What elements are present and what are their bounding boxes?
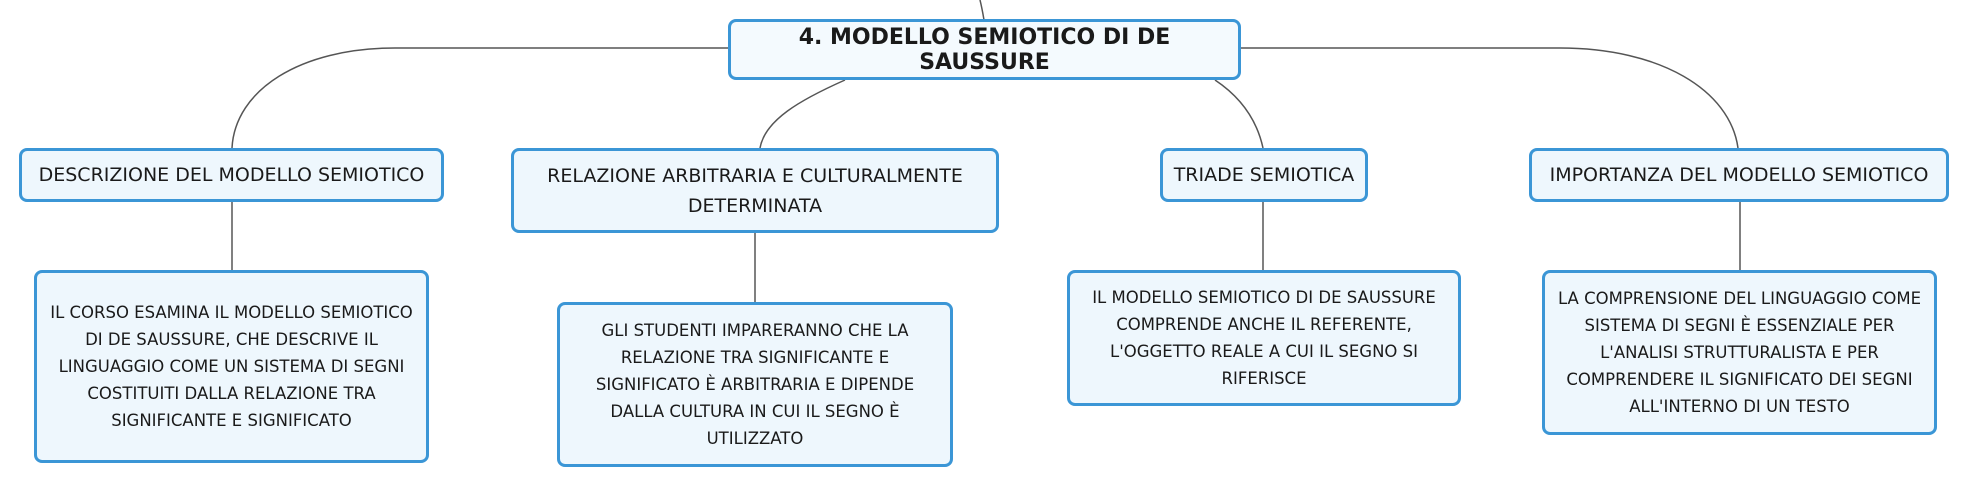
detail-node-2[interactable]: GLI STUDENTI IMPARERANNO CHE LA RELAZION…: [557, 302, 953, 467]
topic-label: IMPORTANZA DEL MODELLO SEMIOTICO: [1549, 164, 1929, 186]
connector-root-topic-4: [1240, 47, 1739, 149]
connector-parent: [979, 0, 985, 21]
topic-label: TRIADE SEMIOTICA: [1173, 164, 1355, 186]
topic-node-2[interactable]: RELAZIONE ARBITRARIA E CULTURALMENTE DET…: [511, 148, 999, 233]
detail-text: GLI STUDENTI IMPARERANNO CHE LA RELAZION…: [595, 321, 915, 448]
detail-node-1[interactable]: IL CORSO ESAMINA IL MODELLO SEMIOTICO DI…: [34, 270, 429, 463]
topic-node-1[interactable]: DESCRIZIONE DEL MODELLO SEMIOTICO: [19, 148, 444, 202]
detail-text: IL MODELLO SEMIOTICO DI DE SAUSSURE COMP…: [1092, 288, 1436, 388]
detail-text: LA COMPRENSIONE DEL LINGUAGGIO COME SIST…: [1557, 289, 1922, 416]
topic-label: DESCRIZIONE DEL MODELLO SEMIOTICO: [38, 164, 425, 186]
root-node[interactable]: 4. MODELLO SEMIOTICO DI DE SAUSSURE: [728, 19, 1241, 80]
connector-root-topic-3: [1214, 79, 1264, 149]
connector-root-topic-1: [231, 47, 728, 149]
detail-text: IL CORSO ESAMINA IL MODELLO SEMIOTICO DI…: [50, 303, 413, 430]
topic-node-3[interactable]: TRIADE SEMIOTICA: [1160, 148, 1368, 202]
topic-node-4[interactable]: IMPORTANZA DEL MODELLO SEMIOTICO: [1529, 148, 1949, 202]
detail-node-4[interactable]: LA COMPRENSIONE DEL LINGUAGGIO COME SIST…: [1542, 270, 1937, 435]
detail-node-3[interactable]: IL MODELLO SEMIOTICO DI DE SAUSSURE COMP…: [1067, 270, 1461, 406]
connector-root-topic-2: [759, 79, 846, 149]
topic-label: RELAZIONE ARBITRARIA E CULTURALMENTE DET…: [547, 164, 963, 217]
root-title: 4. MODELLO SEMIOTICO DI DE SAUSSURE: [798, 24, 1171, 75]
